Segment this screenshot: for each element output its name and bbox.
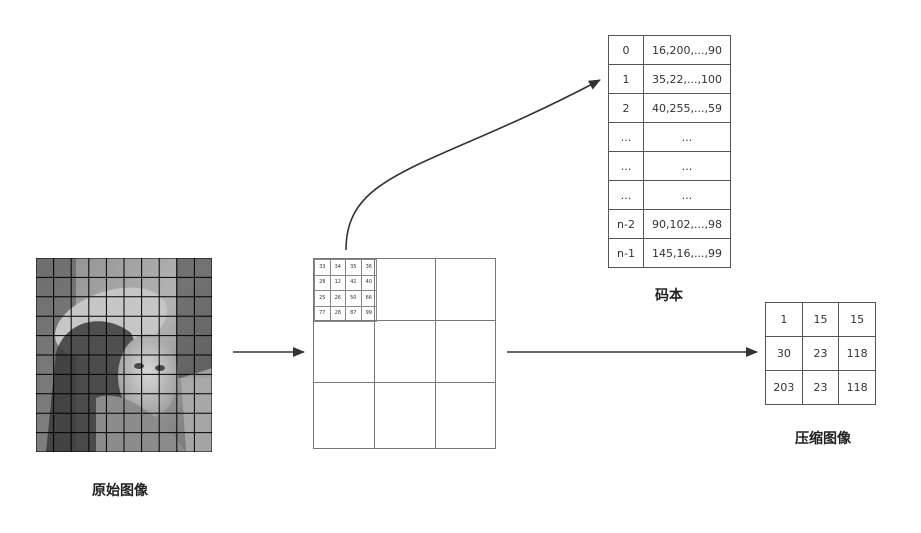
codebook-index: ...: [608, 180, 644, 210]
compressed-index: 203: [765, 370, 803, 405]
codebook-row: 0 16,200,...,90: [608, 35, 731, 65]
block-row: 77 28 87 99: [314, 305, 377, 322]
compressed-index: 118: [838, 370, 876, 405]
codebook-vector: 145,16,...,99: [643, 238, 731, 268]
codebook-caption: 码本: [655, 288, 683, 304]
codebook-index: 0: [608, 35, 644, 65]
codebook-index: 1: [608, 64, 644, 94]
original-image-caption: 原始图像: [92, 483, 148, 499]
block-grid: 33 34 35 36 28 12 42 40 25 26 50 66 77 2…: [313, 258, 496, 449]
compressed-index: 118: [838, 336, 876, 371]
codebook-index: n-1: [608, 238, 644, 268]
block-pixel-values: 33 34 35 36 28 12 42 40 25 26 50 66 77 2…: [314, 259, 377, 322]
compressed-index: 30: [765, 336, 803, 371]
pixel-value: 66: [360, 290, 377, 307]
compressed-image-table: 1 15 15 30 23 118 203 23 118: [765, 302, 876, 405]
codebook-row: n-1 145,16,...,99: [608, 238, 731, 268]
original-image: [36, 258, 212, 452]
compressed-index: 1: [765, 302, 803, 337]
pixel-value: 99: [360, 305, 377, 322]
compressed-row: 30 23 118: [765, 336, 876, 371]
codebook-vector: 35,22,...,100: [643, 64, 731, 94]
codebook-table: 0 16,200,...,90 1 35,22,...,100 2 40,255…: [608, 35, 731, 268]
arrow-block-to-codebook: [345, 79, 601, 251]
compressed-row: 203 23 118: [765, 370, 876, 405]
compressed-index: 23: [801, 370, 840, 405]
codebook-row: 2 40,255,...,59: [608, 93, 731, 123]
codebook-index: ...: [608, 122, 644, 152]
codebook-vector: 40,255,...,59: [643, 93, 731, 123]
codebook-row: 1 35,22,...,100: [608, 64, 731, 94]
compressed-image-caption: 压缩图像: [795, 431, 851, 447]
codebook-vector: ...: [643, 180, 731, 210]
compressed-index: 15: [838, 302, 876, 337]
codebook-index: n-2: [608, 209, 644, 239]
codebook-row: ... ...: [608, 180, 731, 210]
compressed-row: 1 15 15: [765, 302, 876, 337]
compressed-index: 23: [801, 336, 840, 371]
codebook-vector: 16,200,...,90: [643, 35, 731, 65]
